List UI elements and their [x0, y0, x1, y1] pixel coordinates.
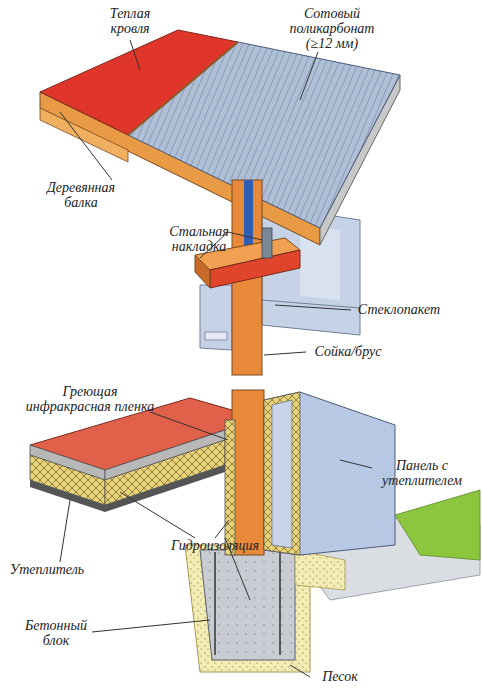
callout-label: Сотовый поликарбонат (≥12 мм) [282, 6, 382, 51]
callout-label: Стальная накладка [160, 224, 238, 254]
callout-label: Панель с утеплителем [372, 458, 472, 488]
callout-label: Сойка/брус [308, 344, 388, 359]
callout-label: Песок [312, 669, 368, 684]
callout-label: Стеклопакет [354, 302, 444, 317]
callout-label: Бетонный блок [18, 618, 94, 648]
callout-label: Деревянная балка [40, 180, 122, 210]
callout-label: Утеплитель [4, 562, 90, 577]
callout-label: Гидроизоляция [160, 538, 270, 553]
callout-label: Греющая инфракрасная пленка [20, 384, 160, 414]
callout-label: Теплая кровля [98, 6, 162, 36]
